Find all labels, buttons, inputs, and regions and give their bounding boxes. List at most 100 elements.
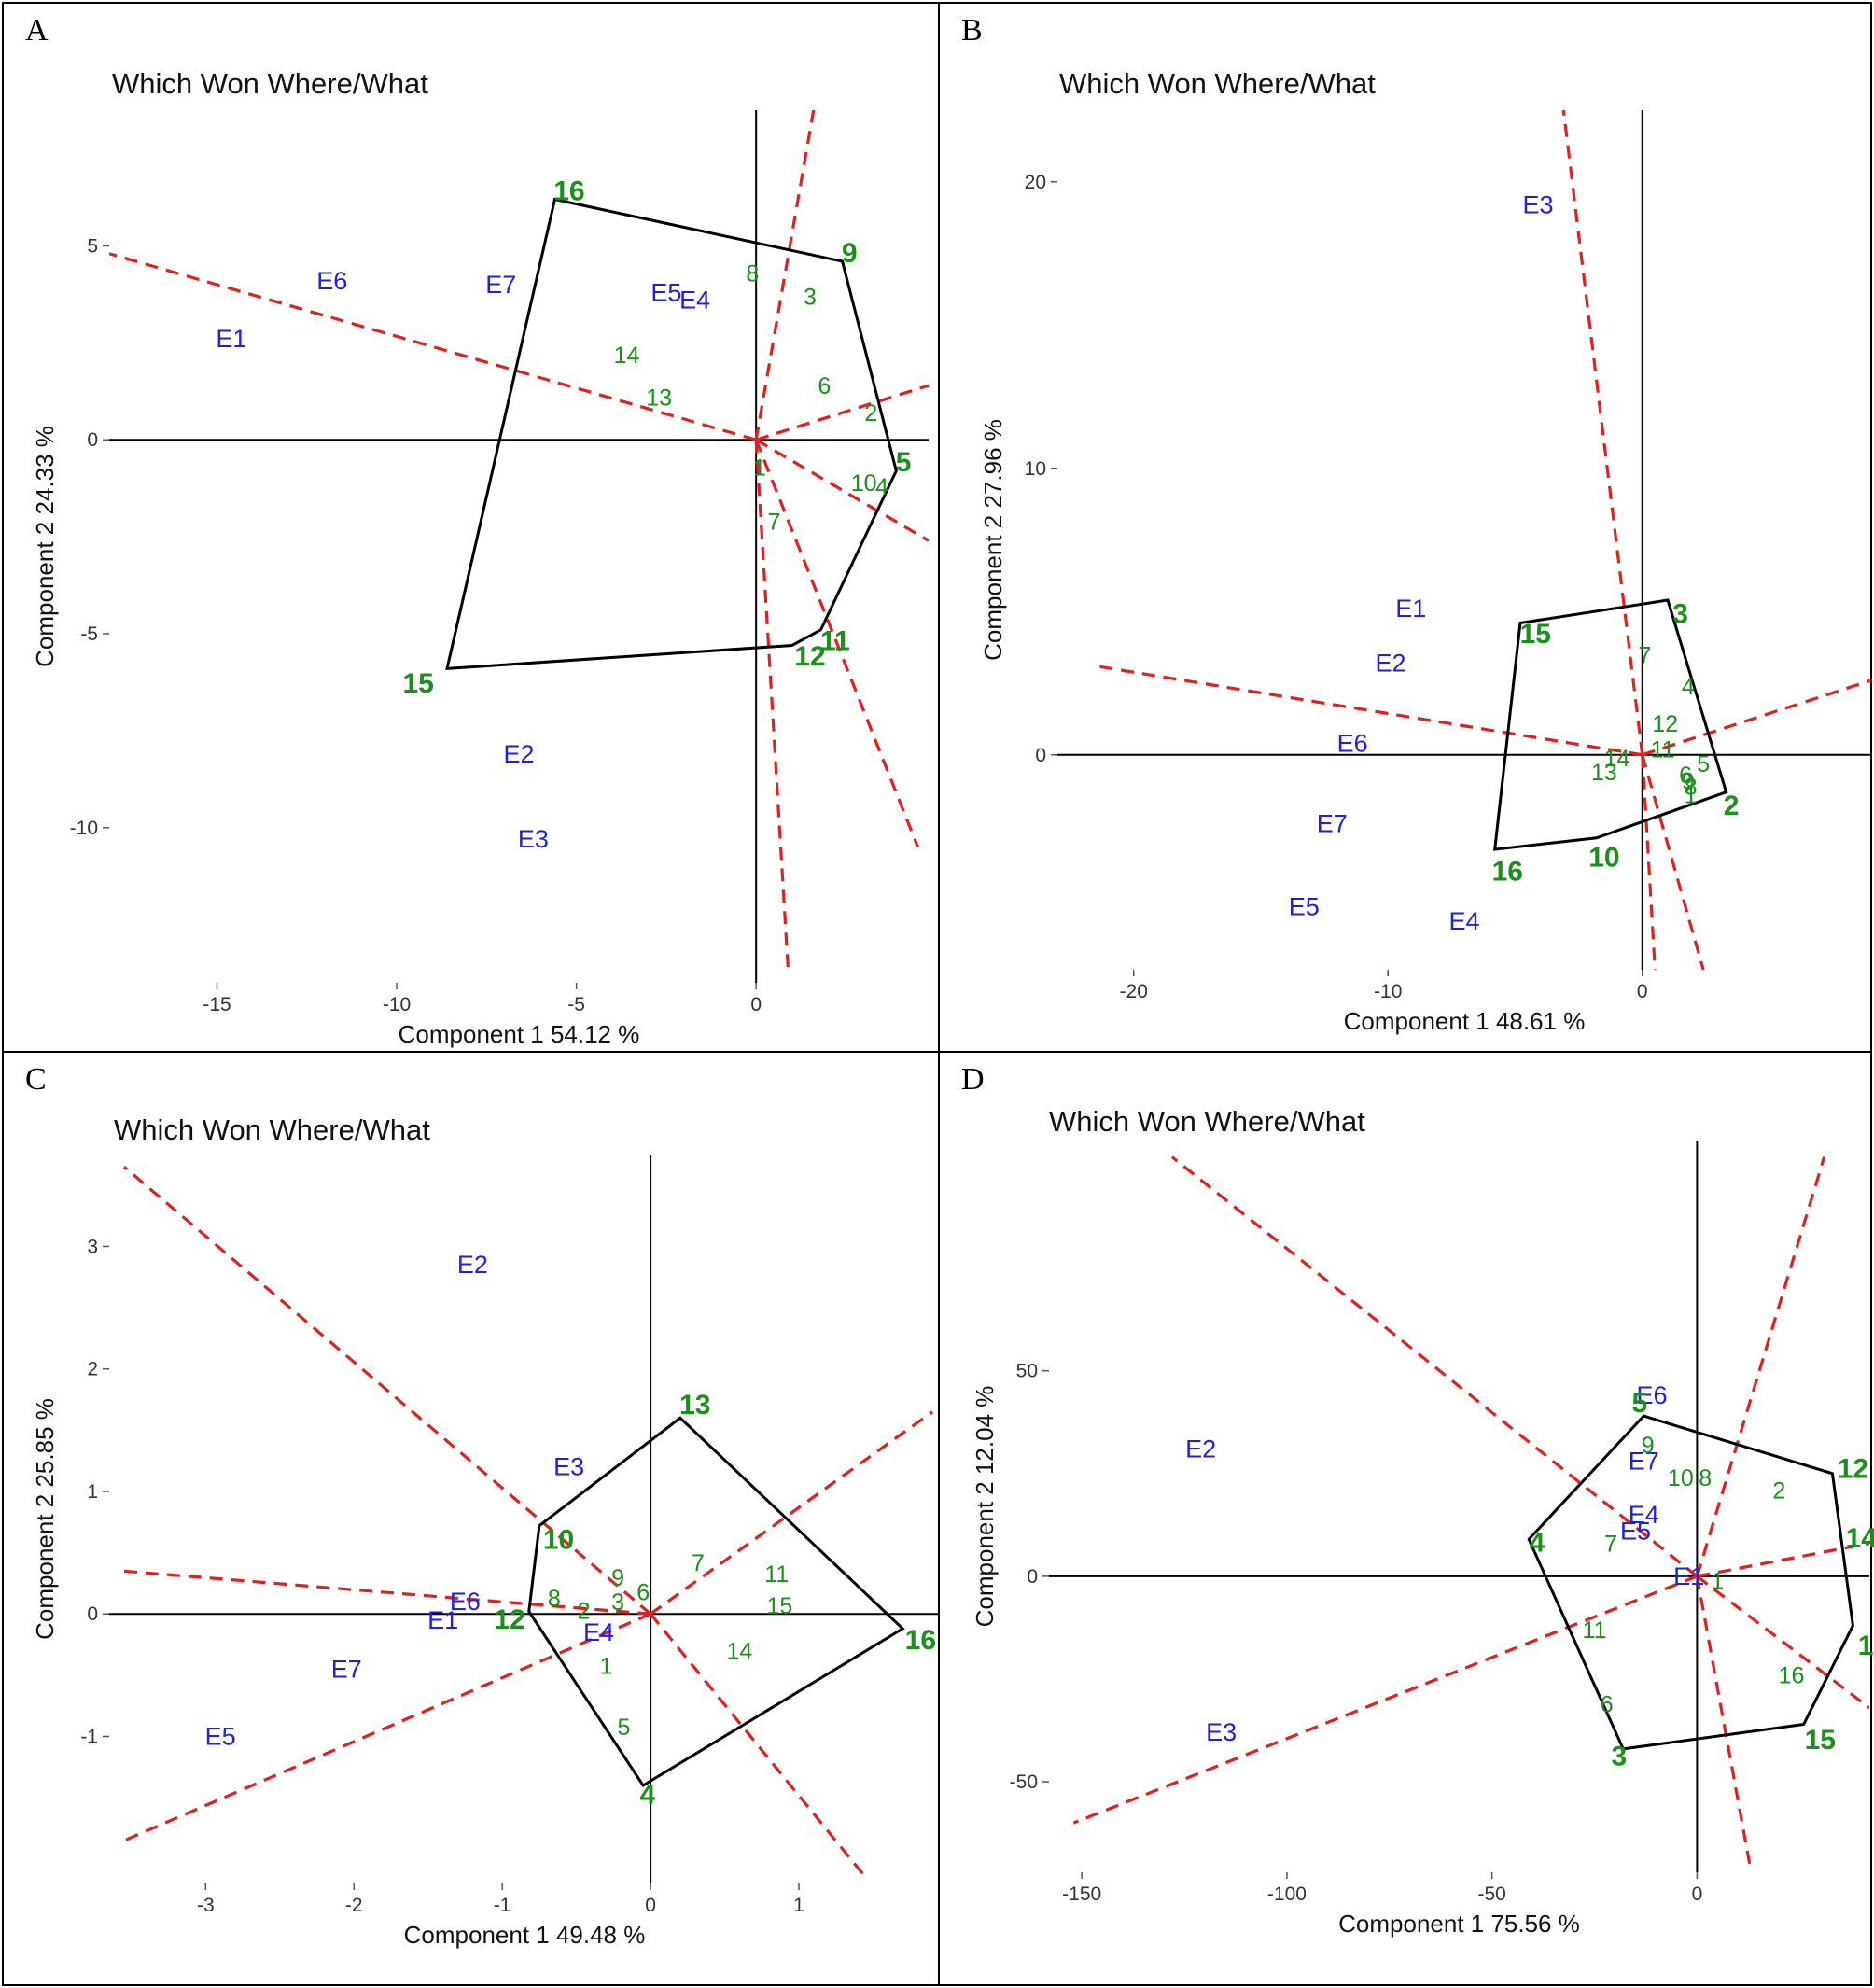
environment-label: E7 [331, 1655, 362, 1683]
x-tick-label: -15 [203, 994, 231, 1015]
genotype-label: 15 [1805, 1725, 1836, 1756]
x-tick-label: -10 [1374, 981, 1402, 1002]
genotype-label: 13 [1858, 1631, 1874, 1661]
y-tick-label: -50 [1010, 1771, 1038, 1793]
panel-frame [2, 1051, 940, 1986]
x-tick-label: 0 [1637, 981, 1648, 1002]
x-tick-label: -50 [1477, 1883, 1505, 1905]
genotype-label: 4 [1682, 674, 1695, 700]
sector-ray [1695, 1156, 1826, 1577]
chart-title: Which Won Where/What [112, 67, 428, 100]
genotype-label: 15 [1520, 619, 1551, 650]
y-tick-label: -1 [80, 1726, 98, 1747]
x-axis-label: Component 1 49.48 % [404, 1921, 646, 1949]
y-tick-label: 0 [1027, 1566, 1038, 1588]
genotype-label: 12 [794, 641, 825, 672]
environment-label: E6 [450, 1588, 481, 1616]
genotype-label: 14 [1604, 746, 1630, 772]
panel-frame [2, 2, 940, 1053]
genotype-label: 10 [851, 470, 877, 497]
panel-label: A [25, 13, 49, 48]
genotype-label: 8 [548, 1586, 561, 1612]
genotype-label: 1 [599, 1653, 612, 1679]
sector-ray [1072, 1575, 1698, 1825]
environment-label: E2 [503, 740, 534, 768]
environment-label: E7 [1629, 1448, 1659, 1476]
environment-label: E2 [1375, 650, 1406, 678]
sector-ray [649, 1613, 867, 1879]
genotype-label: 11 [1583, 1617, 1607, 1644]
environment-label: E3 [553, 1453, 584, 1481]
genotype-label: 16 [553, 175, 584, 206]
sector-ray [123, 1612, 651, 1842]
x-tick-label: -3 [197, 1895, 215, 1916]
chart-title: Which Won Where/What [114, 1113, 430, 1146]
environment-label: E1 [216, 325, 246, 353]
x-tick-label: 0 [750, 994, 762, 1015]
environment-label: E4 [1448, 907, 1479, 935]
environment-label: E6 [1337, 729, 1368, 757]
genotype-label: 2 [1724, 791, 1740, 821]
genotype-label: 15 [402, 668, 433, 699]
genotype-label: 14 [1846, 1523, 1874, 1554]
y-tick-label: -10 [70, 818, 98, 839]
genotype-label: 11 [820, 625, 850, 656]
panel-label: D [961, 1062, 985, 1097]
y-tick-label: 50 [1016, 1361, 1038, 1382]
environment-label: E3 [518, 825, 549, 853]
genotype-label: 9 [1682, 768, 1695, 794]
y-tick-label: 0 [87, 429, 98, 451]
y-tick-label: 10 [1025, 458, 1046, 480]
genotype-label: 6 [636, 1580, 650, 1606]
sector-ray [754, 110, 816, 441]
genotype-label: 5 [1632, 1388, 1648, 1419]
sector-ray [1095, 665, 1643, 757]
convex-hull [445, 197, 898, 671]
sector-ray [650, 1410, 933, 1616]
y-tick-label: 3 [87, 1236, 98, 1257]
genotype-label: 12 [494, 1604, 524, 1635]
y-tick-label: 1 [87, 1481, 98, 1503]
sector-ray [1696, 1575, 1869, 1710]
environment-label: E1 [427, 1606, 458, 1634]
x-tick-label: -100 [1267, 1883, 1307, 1905]
sector-ray [754, 439, 919, 848]
genotype-label: 2 [578, 1598, 591, 1624]
x-tick-label: -150 [1062, 1883, 1101, 1905]
genotype-label: 8 [746, 261, 759, 287]
genotype-label: 9 [1642, 1433, 1655, 1459]
convex-hull [1527, 1414, 1854, 1751]
sector-ray [123, 1569, 651, 1616]
genotype-label: 16 [1492, 857, 1523, 888]
x-tick-label: -20 [1120, 981, 1148, 1002]
environment-label: E4 [1629, 1501, 1659, 1529]
genotype-label: 2 [864, 400, 877, 427]
genotype-label: 16 [905, 1625, 936, 1656]
genotype-label: 14 [614, 343, 640, 369]
panel-frame [938, 1051, 1872, 1986]
genotype-label: 11 [764, 1561, 789, 1588]
genotype-label: 10 [543, 1524, 574, 1555]
genotype-label: 16 [1779, 1663, 1805, 1689]
sector-ray [755, 384, 929, 441]
genotype-label: 3 [1672, 598, 1688, 629]
environment-label: E2 [457, 1251, 488, 1279]
panel-frame [938, 2, 1872, 1053]
genotype-label: 2 [1772, 1477, 1785, 1504]
sector-ray [1170, 1155, 1699, 1578]
sector-ray [755, 438, 929, 542]
environment-label: E5 [205, 1722, 236, 1750]
y-axis-label: Component 2 25.85 % [31, 1398, 59, 1640]
genotype-label: 3 [611, 1589, 624, 1616]
genotype-label: 9 [611, 1565, 624, 1591]
x-tick-label: -2 [345, 1895, 363, 1916]
y-axis-label: Component 2 12.04 % [971, 1386, 999, 1628]
genotype-label: 8 [1699, 1465, 1712, 1491]
genotype-label: 10 [1668, 1465, 1694, 1491]
genotype-label: 1 [1685, 783, 1698, 809]
sector-ray [122, 1165, 652, 1616]
